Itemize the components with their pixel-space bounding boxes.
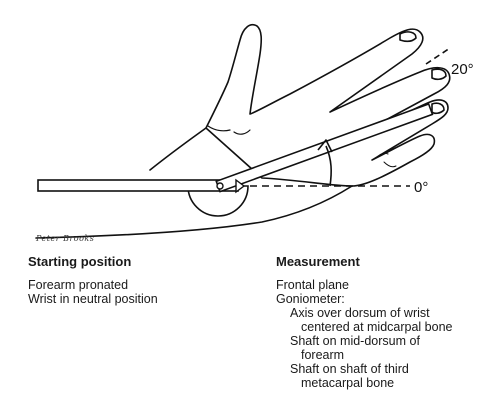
- moving-arm-extension: [425, 47, 451, 65]
- goniometer-item-first: Shaft on mid-dorsum of: [290, 334, 420, 348]
- goniometer-protractor: [187, 185, 249, 217]
- goniometer-item-cont: centered at midcarpal bone: [301, 320, 453, 334]
- forearm-outline: [35, 185, 353, 239]
- starting-position-line-2: Wrist in neutral position: [28, 292, 158, 306]
- wrist-goniometer-illustration: 20° 0°: [35, 24, 474, 239]
- goniometer-axis: [216, 182, 224, 190]
- angle-label-0: 0°: [414, 179, 428, 196]
- goniometer-item-axis: Axis over dorsum of wrist centered at mi…: [290, 306, 496, 334]
- artist-signature: Peter Brooks: [36, 234, 95, 243]
- starting-position-section: Starting position Forearm pronated Wrist…: [28, 254, 258, 306]
- goniometer-item-shaft-forearm: Shaft on mid-dorsum of forearm: [290, 334, 496, 362]
- goniometer-item-first: Shaft on shaft of third: [290, 362, 409, 376]
- goniometer-item-cont: forearm: [301, 348, 345, 362]
- goniometer-label: Goniometer:: [276, 292, 345, 306]
- motion-arrow: [325, 145, 332, 187]
- hand-outline: [205, 24, 451, 187]
- measurement-section: Measurement Frontal plane Goniometer: Ax…: [276, 254, 496, 390]
- measurement-heading: Measurement: [276, 254, 360, 269]
- starting-position-line-1: Forearm pronated: [28, 278, 129, 292]
- goniometer-item-first: Axis over dorsum of wrist: [290, 306, 430, 320]
- measurement-plane: Frontal plane: [276, 278, 349, 292]
- goniometer-stationary-arm: [37, 179, 239, 192]
- goniometer-item-shaft-metacarpal: Shaft on shaft of third metacarpal bone: [290, 362, 496, 390]
- angle-label-20: 20°: [451, 61, 474, 78]
- starting-position-heading: Starting position: [28, 254, 132, 269]
- goniometer-item-cont: metacarpal bone: [301, 376, 395, 390]
